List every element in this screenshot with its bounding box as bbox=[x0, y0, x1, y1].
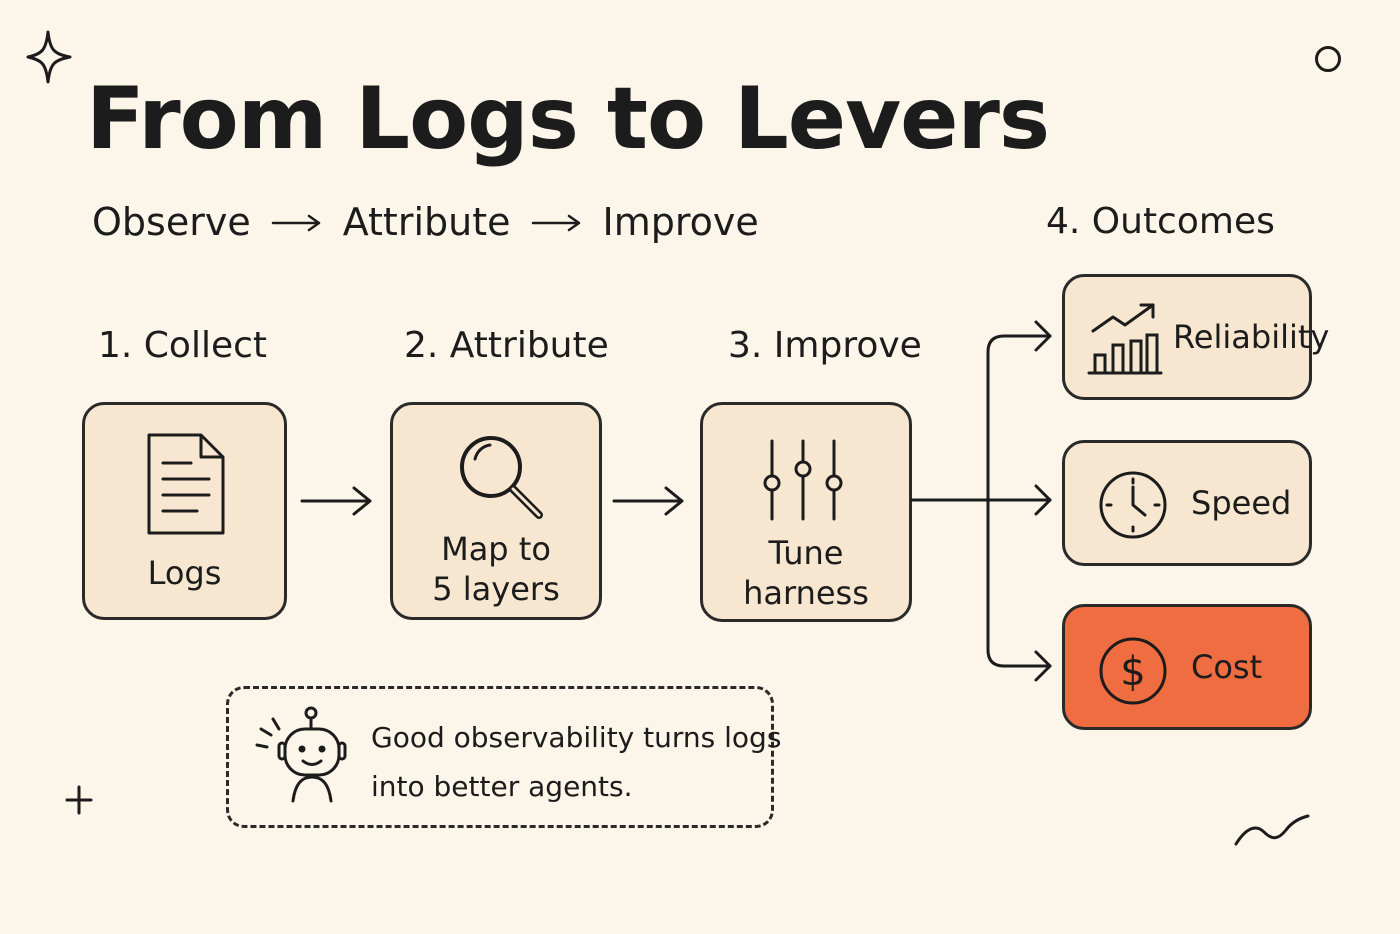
subtitle-flow: Observe Attribute Improve bbox=[92, 200, 759, 246]
subtitle-step-improve: Improve bbox=[602, 200, 759, 244]
outcome-box-speed: Speed bbox=[1062, 440, 1312, 566]
svg-text:$: $ bbox=[1120, 649, 1145, 695]
document-icon bbox=[147, 433, 225, 535]
step-label-collect: 1. Collect bbox=[98, 325, 268, 366]
outcome-label: Speed bbox=[1191, 484, 1292, 522]
observability-note: Good observability turns logs into bette… bbox=[226, 686, 782, 828]
note-line: Good observability turns logs bbox=[371, 721, 782, 754]
plus-doodle-icon bbox=[65, 785, 93, 815]
growth-chart-icon bbox=[1087, 303, 1163, 375]
arrow-right-icon bbox=[531, 214, 580, 232]
arrow-right-icon bbox=[612, 486, 684, 516]
step-box-collect: Logs bbox=[82, 402, 287, 620]
outcome-label: Cost bbox=[1191, 648, 1263, 686]
arrow-right-icon bbox=[300, 486, 372, 516]
branch-connector bbox=[910, 320, 1052, 682]
squiggle-doodle-icon bbox=[1234, 814, 1310, 846]
step-label-attribute: 2. Attribute bbox=[404, 325, 609, 366]
box-line: Logs bbox=[147, 554, 222, 592]
step-label-improve: 3. Improve bbox=[728, 325, 922, 366]
magnifier-icon bbox=[460, 436, 543, 519]
step-label-outcomes: 4. Outcomes bbox=[1046, 201, 1275, 242]
robot-icon bbox=[255, 706, 347, 803]
sliders-icon bbox=[763, 439, 843, 521]
box-line: Map to bbox=[441, 530, 551, 568]
outcome-box-reliability: Reliability bbox=[1062, 274, 1329, 400]
circle-doodle-icon bbox=[1315, 46, 1341, 72]
note-line: into better agents. bbox=[371, 770, 633, 803]
box-line: 5 layers bbox=[432, 570, 560, 608]
step-box-attribute: Map to 5 layers bbox=[390, 402, 602, 620]
dollar-icon: $ bbox=[1099, 637, 1167, 705]
arrow-right-icon bbox=[271, 214, 320, 232]
step-box-improve: Tune harness bbox=[700, 402, 912, 622]
subtitle-step-observe: Observe bbox=[92, 200, 251, 244]
sparkle-icon bbox=[26, 30, 72, 84]
box-line: harness bbox=[743, 574, 869, 612]
page-title: From Logs to Levers bbox=[86, 69, 1050, 169]
outcome-label: Reliability bbox=[1173, 318, 1330, 356]
clock-icon bbox=[1099, 471, 1167, 539]
outcome-box-cost: $ Cost bbox=[1062, 604, 1312, 730]
subtitle-step-attribute: Attribute bbox=[342, 200, 511, 244]
box-line: Tune bbox=[768, 534, 844, 572]
